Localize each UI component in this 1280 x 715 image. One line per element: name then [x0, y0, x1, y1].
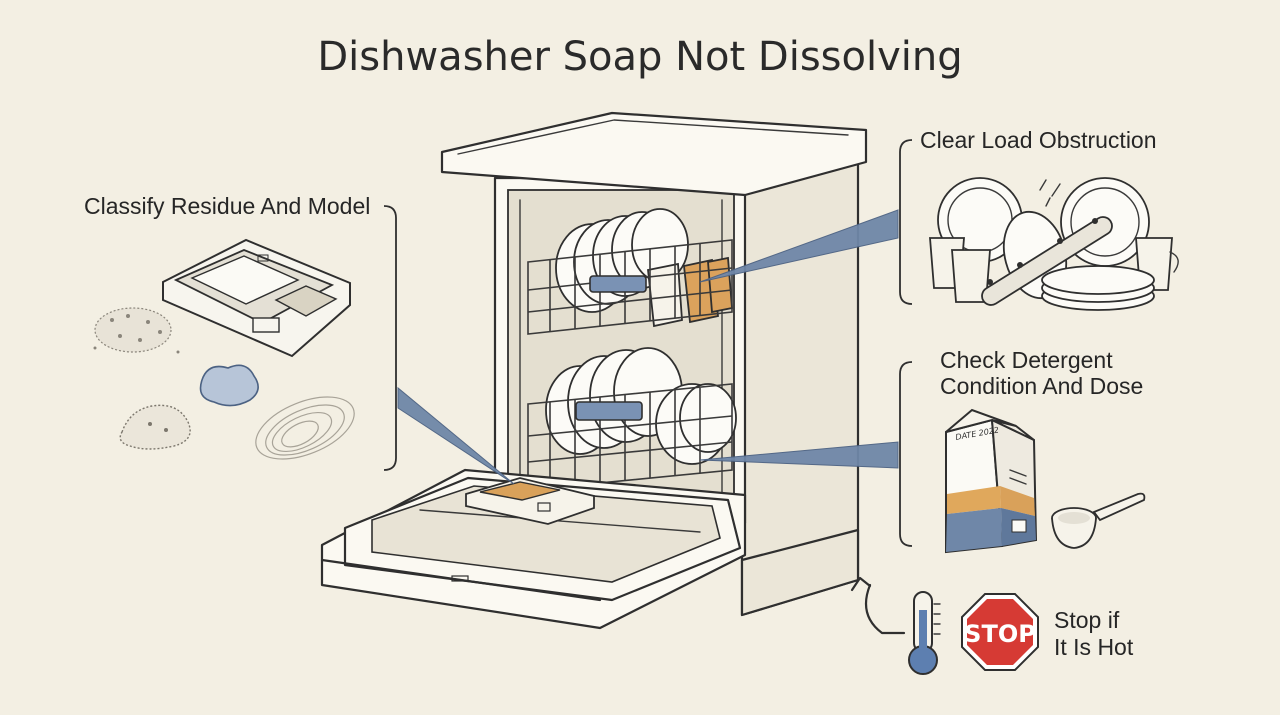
page-title: Dishwasher Soap Not Dissolving [317, 34, 962, 80]
gel-residue [199, 364, 259, 407]
measuring-scoop [1051, 492, 1146, 549]
detergent-carton: DATE 2022 [945, 408, 1038, 554]
callout-wedge-load [699, 209, 899, 283]
label-stop-line1: Stop if [1054, 607, 1120, 633]
bracket-clear-load [899, 139, 913, 305]
lower-rack-handle [575, 401, 643, 421]
residue-samples [93, 307, 355, 460]
label-stop-line2: It Is Hot [1054, 634, 1134, 660]
upper-rack [527, 208, 733, 335]
callout-wedge-dispenser [397, 386, 515, 485]
detergent-dispenser-closeup [162, 238, 351, 358]
dishwasher-door [320, 468, 747, 630]
upper-rack-cup [647, 262, 683, 328]
lower-rack [527, 347, 737, 491]
bracket-check-detergent [899, 361, 913, 547]
upper-rack-handle [589, 275, 647, 293]
blocking-dishes-illustration [929, 177, 1179, 311]
label-check-detergent-line2: Condition And Dose [940, 373, 1143, 399]
thermometer-icon [908, 591, 941, 675]
bracket-left [383, 205, 397, 471]
curved-arrow-icon [864, 583, 906, 635]
dishwasher-top [440, 111, 868, 197]
stop-sign-icon: STOP [961, 593, 1039, 671]
dishwasher [320, 111, 868, 630]
label-classify-residue: Classify Residue And Model [84, 193, 370, 219]
label-check-detergent-line1: Check Detergent [940, 347, 1113, 373]
callout-wedge-detergent [699, 441, 899, 469]
stop-sign-text: STOP [964, 620, 1036, 648]
label-clear-load: Clear Load Obstruction [920, 127, 1157, 153]
